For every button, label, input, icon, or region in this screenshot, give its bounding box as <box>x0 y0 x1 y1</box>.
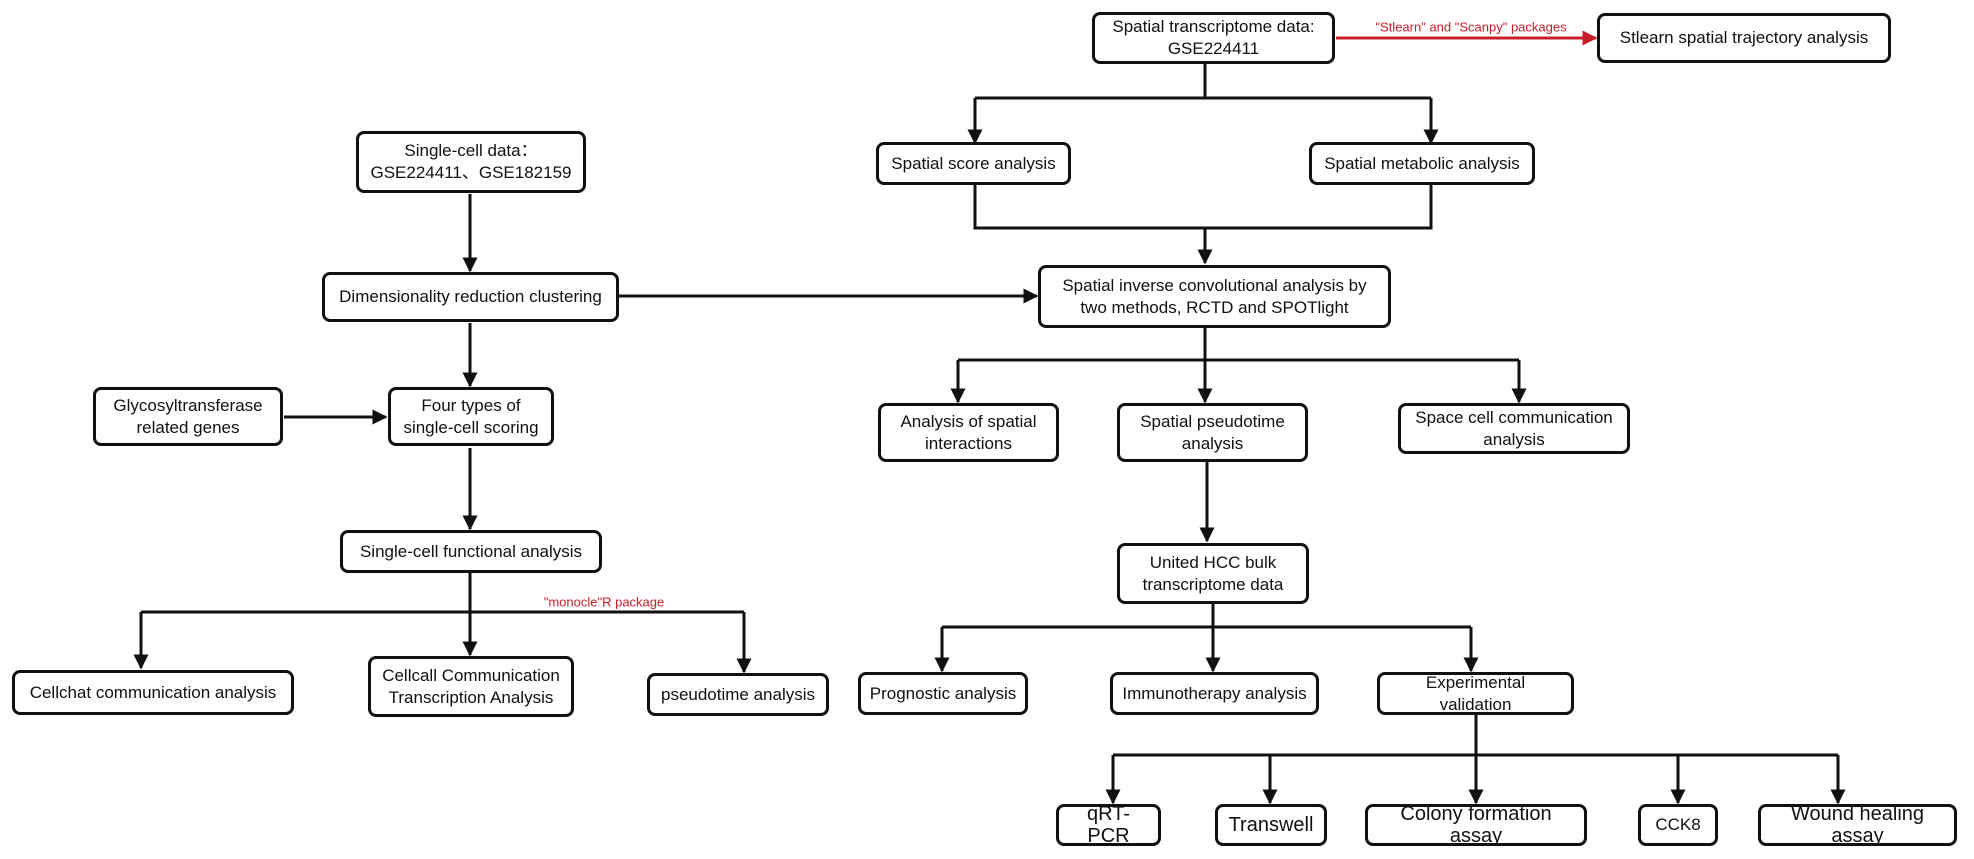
immunotherapy-analysis-box: Immunotherapy analysis <box>1110 672 1319 715</box>
wound-healing-box: Wound healing assay <box>1758 803 1957 847</box>
spatial-metabolic-box: Spatial metabolic analysis <box>1309 142 1535 185</box>
experimental-validation-box: Experimental validation <box>1377 672 1574 715</box>
space-cell-communication-box: Space cell communication analysis <box>1398 403 1630 454</box>
monocle-package-note: "monocle"R package <box>543 594 665 610</box>
qrtpcr-box: qRT-PCR <box>1056 803 1161 847</box>
cck8-box: CCK8 <box>1638 804 1718 846</box>
spatial-transcriptome-data-box: Spatial transcriptome data: GSE224411 <box>1092 12 1335 64</box>
cellchat-communication-box: Cellchat communication analysis <box>12 670 294 715</box>
single-cell-data-box: Single-cell data： GSE224411、GSE182159 <box>356 131 586 193</box>
spatial-score-box: Spatial score analysis <box>876 142 1071 185</box>
spatial-deconvolution-box: Spatial inverse convolutional analysis b… <box>1038 265 1391 328</box>
four-types-scoring-box: Four types of single-cell scoring <box>388 387 554 446</box>
stlearn-package-note: "Stlearn" and "Scanpy" packages <box>1375 19 1567 35</box>
spatial-pseudotime-box: Spatial pseudotime analysis <box>1117 403 1308 462</box>
connector-score-merge <box>973 184 1433 230</box>
prognostic-analysis-box: Prognostic analysis <box>858 672 1028 715</box>
stlearn-trajectory-box: Stlearn spatial trajectory analysis <box>1597 13 1891 63</box>
dimensionality-reduction-box: Dimensionality reduction clustering <box>322 272 619 322</box>
spatial-interactions-box: Analysis of spatial interactions <box>878 403 1059 462</box>
cellcall-communication-box: Cellcall Communication Transcription Ana… <box>368 656 574 717</box>
glycosyltransferase-genes-box: Glycosyltransferase related genes <box>93 387 283 446</box>
transwell-box: Transwell <box>1215 804 1327 846</box>
hcc-bulk-data-box: United HCC bulk transcriptome data <box>1117 543 1309 604</box>
pseudotime-analysis-box: pseudotime analysis <box>647 673 829 716</box>
colony-formation-box: Colony formation assay <box>1365 803 1587 847</box>
single-cell-functional-box: Single-cell functional analysis <box>340 530 602 573</box>
